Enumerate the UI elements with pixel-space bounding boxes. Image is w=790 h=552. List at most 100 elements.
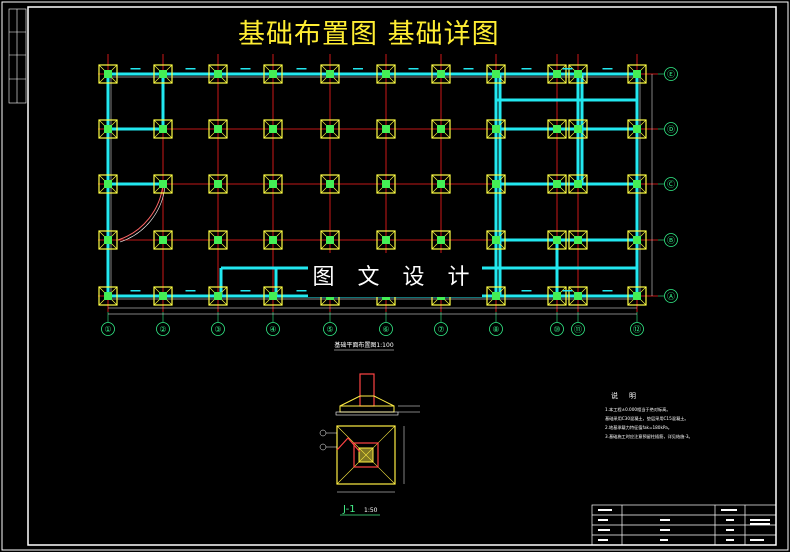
footing-1-7 bbox=[486, 119, 506, 139]
footing-pad bbox=[547, 230, 567, 250]
plan-caption: 基础平面布置图1:100 bbox=[334, 341, 393, 349]
footing-4-3 bbox=[263, 286, 283, 306]
footing-1-1 bbox=[153, 119, 173, 139]
footing-3-2 bbox=[208, 230, 228, 250]
footing-2-5 bbox=[376, 174, 396, 194]
footing-pad bbox=[153, 230, 173, 250]
footing-column bbox=[104, 180, 112, 188]
footing-pad bbox=[568, 174, 588, 194]
footing-column bbox=[553, 236, 561, 244]
col-axis-label-10: ⑫ bbox=[633, 325, 641, 334]
notes-line-1: 基础采用C30混凝土，垫层采用C15混凝土。 bbox=[605, 415, 689, 422]
footing-2-0 bbox=[98, 174, 118, 194]
footing-column bbox=[492, 236, 500, 244]
footing-column bbox=[382, 180, 390, 188]
col-axis-label-3: ④ bbox=[269, 325, 276, 334]
footing-pad bbox=[486, 286, 506, 306]
rebar-cut-mark bbox=[336, 437, 361, 453]
col-axis-bubble-0 bbox=[101, 322, 115, 336]
footing-0-0 bbox=[98, 64, 118, 84]
footing-plan-outline bbox=[336, 425, 396, 485]
footing-2-2 bbox=[208, 174, 228, 194]
footing-pad bbox=[627, 230, 647, 250]
beam-label-mark-4-0 bbox=[353, 68, 363, 70]
beam-label-mark-8-1 bbox=[562, 290, 573, 292]
footing-column bbox=[159, 236, 167, 244]
footing-column bbox=[574, 125, 582, 133]
footing-column bbox=[269, 125, 277, 133]
footing-pad bbox=[547, 286, 567, 306]
notes-heading: 说 明 bbox=[611, 391, 638, 400]
row-axis-bubble-4 bbox=[664, 289, 678, 303]
footing-column bbox=[159, 180, 167, 188]
footing-column bbox=[437, 70, 445, 78]
footing-2-6 bbox=[431, 174, 451, 194]
col-axis-label-4: ⑤ bbox=[326, 325, 333, 334]
footing-column bbox=[159, 70, 167, 78]
footing-pad bbox=[568, 119, 588, 139]
col-axis-label-6: ⑦ bbox=[437, 325, 444, 334]
footing-column bbox=[437, 236, 445, 244]
footing-column bbox=[492, 292, 500, 300]
footing-pad bbox=[208, 286, 228, 306]
footing-pad bbox=[208, 230, 228, 250]
footing-pad bbox=[486, 230, 506, 250]
footing-3-9 bbox=[568, 230, 588, 250]
footing-1-9 bbox=[568, 119, 588, 139]
col-axis-label-5: ⑥ bbox=[382, 325, 389, 334]
footing-pad bbox=[98, 119, 118, 139]
footing-column bbox=[574, 180, 582, 188]
footing-column bbox=[492, 70, 500, 78]
footing-column bbox=[214, 236, 222, 244]
footing-column bbox=[214, 292, 222, 300]
footing-3-10 bbox=[627, 230, 647, 250]
footing-pad bbox=[263, 230, 283, 250]
col-axis-bubble-10 bbox=[630, 322, 644, 336]
footing-pad bbox=[627, 286, 647, 306]
footing-0-7 bbox=[486, 64, 506, 84]
footing-4-0 bbox=[98, 286, 118, 306]
footing-1-0 bbox=[98, 119, 118, 139]
footing-4-2 bbox=[208, 286, 228, 306]
footing-0-4 bbox=[320, 64, 340, 84]
footing-pad bbox=[320, 174, 340, 194]
beam-label-mark-0-0 bbox=[130, 68, 141, 70]
watermark: 图 文 设 计 bbox=[308, 253, 482, 297]
footing-pad bbox=[320, 64, 340, 84]
footing-2-10 bbox=[627, 174, 647, 194]
footing-3-1 bbox=[153, 230, 173, 250]
beam-label-mark-0-1 bbox=[130, 290, 141, 292]
footing-pad bbox=[98, 286, 118, 306]
footing-column bbox=[214, 180, 222, 188]
col-axis-bubble-8 bbox=[550, 322, 564, 336]
footing-column bbox=[574, 70, 582, 78]
col-axis-label-0: ① bbox=[104, 325, 111, 334]
column-stub bbox=[359, 373, 375, 407]
footing-2-9 bbox=[568, 174, 588, 194]
binding-strip bbox=[8, 8, 27, 104]
design-notes: 说 明1.本工程±0.000相当于绝对标高。 基础采用C30混凝土，垫层采用C1… bbox=[605, 391, 693, 440]
footing-column bbox=[326, 70, 334, 78]
footing-4-10 bbox=[627, 286, 647, 306]
beam-label-mark-6-0 bbox=[463, 68, 474, 70]
footing-column bbox=[574, 292, 582, 300]
col-axis-label-9: ⑪ bbox=[574, 325, 582, 334]
col-axis-bubble-2 bbox=[211, 322, 225, 336]
title-block-text-marks bbox=[598, 509, 770, 541]
beam-label-mark-2-0 bbox=[240, 68, 251, 70]
footing-4-1 bbox=[153, 286, 173, 306]
col-axis-bubble-9 bbox=[571, 322, 585, 336]
beam-label-mark-7-1 bbox=[521, 290, 532, 292]
footing-column bbox=[104, 292, 112, 300]
col-axis-bubble-4 bbox=[323, 322, 337, 336]
footing-pad bbox=[431, 119, 451, 139]
footing-column bbox=[214, 125, 222, 133]
col-axis-bubble-7 bbox=[489, 322, 503, 336]
footing-pad bbox=[547, 174, 567, 194]
footing-pad bbox=[486, 64, 506, 84]
footing-column bbox=[553, 180, 561, 188]
callout-bubble-1 bbox=[319, 429, 327, 437]
